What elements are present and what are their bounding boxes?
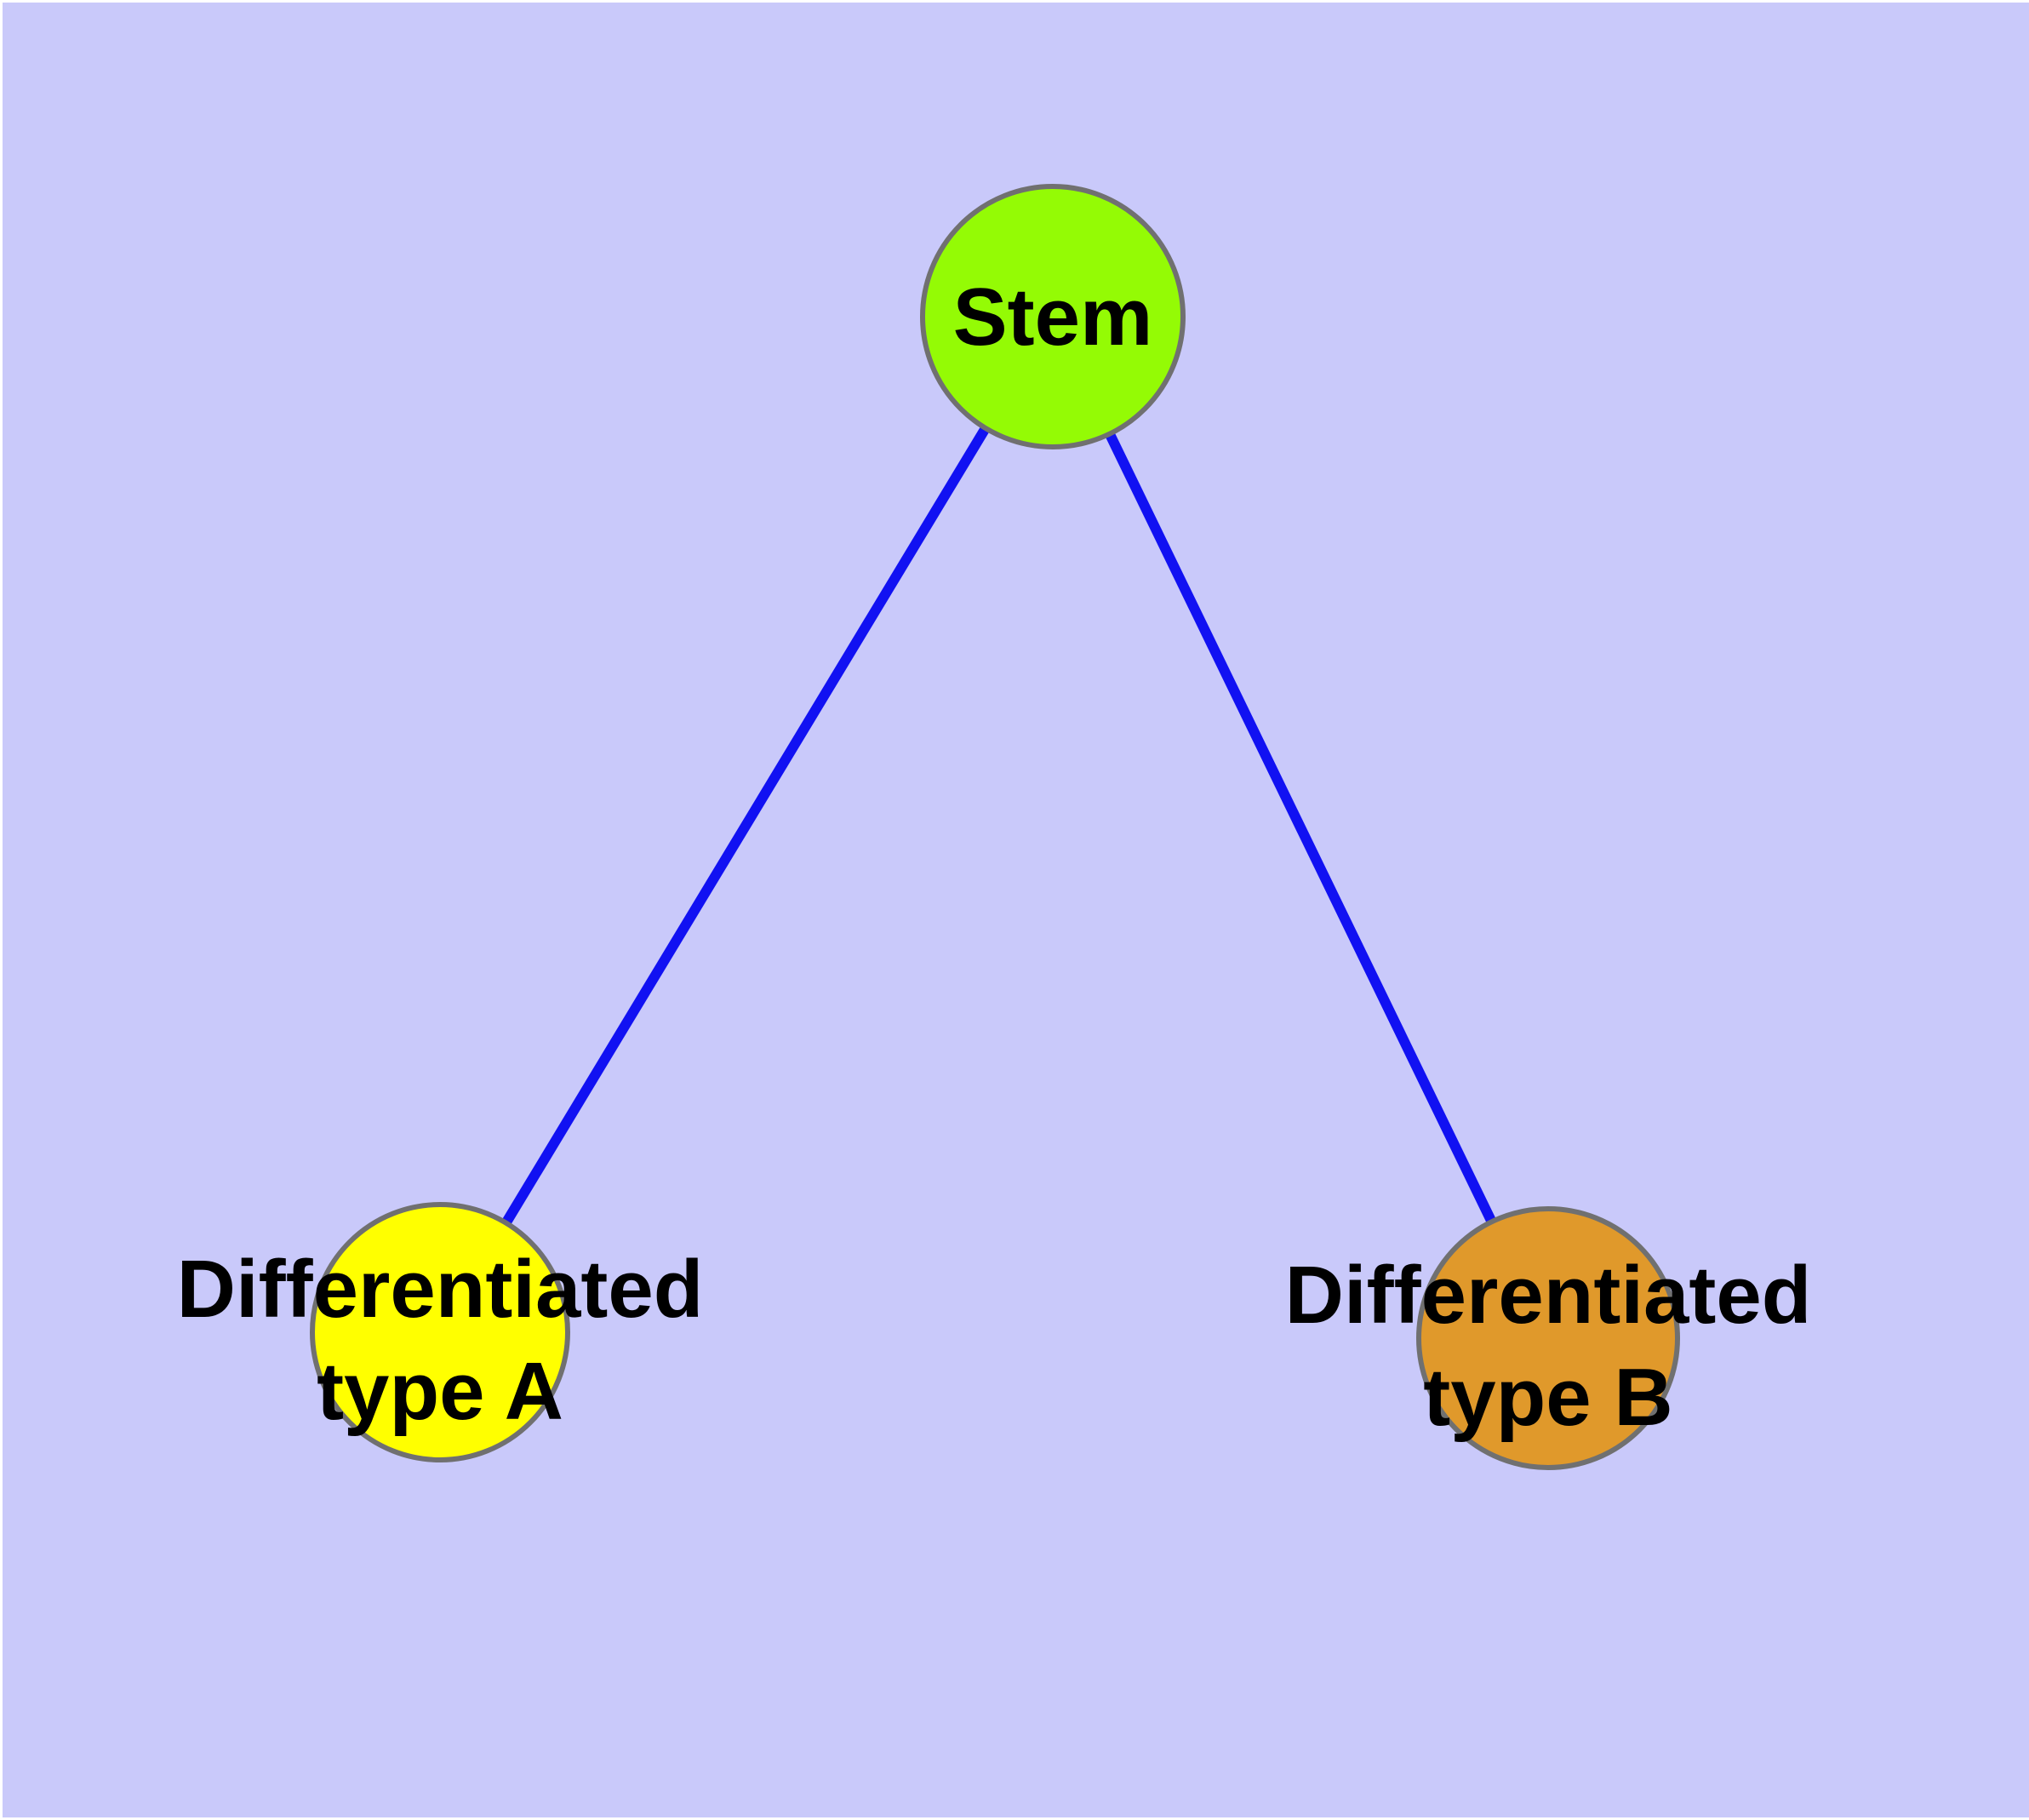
node-differentiated-type-b xyxy=(1416,1206,1680,1470)
node-differentiated-type-a-label-line1: Differentiated xyxy=(177,1244,704,1335)
node-differentiated-type-b-label-line2: type B xyxy=(1423,1352,1672,1443)
node-stem-label: Stem xyxy=(953,272,1153,363)
node-differentiated-type-a-label-line2: type A xyxy=(317,1346,563,1437)
edge-stem-to-type-a xyxy=(435,313,1058,1336)
node-stem xyxy=(920,184,1186,449)
node-differentiated-type-b-label-line1: Differentiated xyxy=(1285,1250,1812,1341)
edge-stem-to-type-b xyxy=(1048,314,1553,1341)
node-differentiated-type-a xyxy=(310,1202,570,1462)
